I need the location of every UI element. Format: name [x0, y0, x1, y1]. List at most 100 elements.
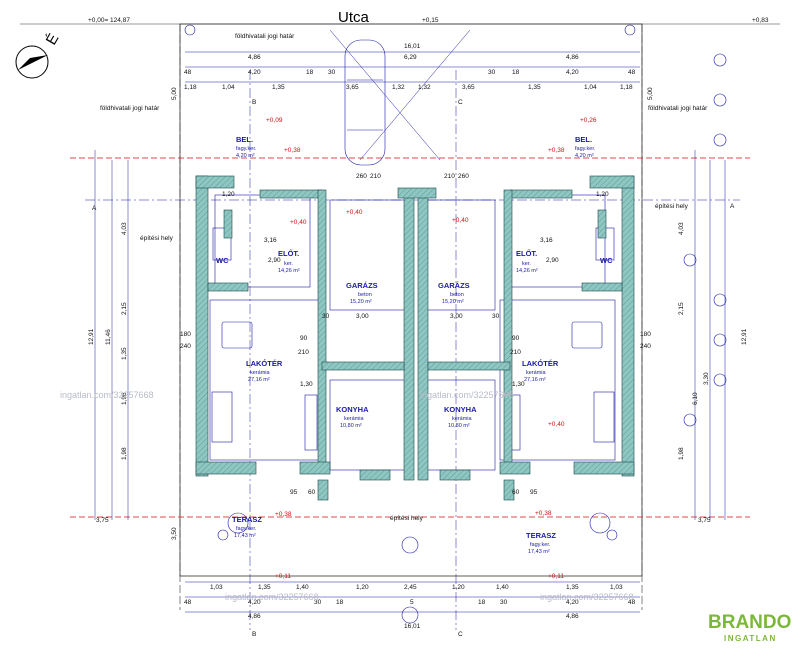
dim: 1,04	[222, 84, 235, 91]
dim: 3,16	[540, 237, 553, 244]
room-garazs-right: GARÁZS beton 15,20 m²	[438, 281, 470, 305]
level-top-right: +0,83	[752, 17, 769, 24]
dims-right: 5,00 12,91 4,03 2,15 3,30 6,10 1,98 3,75	[647, 87, 748, 524]
dim: 90	[300, 335, 308, 342]
level-top-mid: +0,15	[422, 17, 439, 24]
dim: 1,40	[296, 584, 309, 591]
level-mark: +0,11	[275, 573, 291, 580]
building-line-label-bottom: építési hely	[390, 515, 424, 522]
dim: 95	[290, 489, 298, 496]
boundary-label-left: földhivatali jogi határ	[100, 105, 160, 112]
room-bel-right: BEL. fagy.ker. 4,20 m²	[575, 135, 596, 159]
dim: 5	[410, 599, 414, 606]
room-name: ELŐT.	[516, 249, 537, 258]
boundary-label-top: földhivatali jogi határ	[235, 33, 295, 40]
room-area: 4,20 m²	[236, 153, 255, 159]
room-elot-left: ELŐT. ker. 14,26 m²	[278, 249, 300, 274]
level-markers: +0,09 +0,38 +0,26 +0,38 +0,40 +0,40 +0,4…	[266, 117, 597, 580]
dim: 30	[488, 69, 496, 76]
room-elot-right: ELŐT. ker. 14,26 m²	[516, 249, 538, 274]
dim: 5,00	[647, 87, 654, 100]
dim: 1,20	[222, 191, 235, 198]
brando-logo: BRANDO INGATLAN	[708, 612, 791, 643]
watermark: ingatlan.com/32257668	[225, 592, 319, 602]
room-area: 14,26 m²	[278, 268, 300, 274]
street-label: Utca	[338, 9, 370, 26]
room-material: fagy.ker.	[575, 146, 596, 152]
dim: 1,03	[210, 584, 223, 591]
dim: 2,15	[121, 302, 128, 315]
room-name: WC	[600, 256, 613, 265]
dim: 4,86	[248, 613, 261, 620]
dim: 11,46	[105, 329, 112, 345]
level-mark: +0,40	[548, 421, 565, 428]
dim: 240	[180, 343, 191, 350]
gable-label-a-left: A	[92, 205, 97, 212]
walls	[195, 175, 635, 501]
room-material: kerámia	[526, 370, 547, 376]
room-name: KONYHA	[336, 405, 369, 414]
dim: 2,15	[678, 302, 685, 315]
room-garazs-left: GARÁZS beton 15,20 m²	[346, 281, 378, 305]
dim: 30	[500, 599, 508, 606]
level-mark: +0,38	[535, 510, 552, 517]
dim: 3,75	[96, 517, 109, 524]
dimension-lines	[94, 51, 726, 613]
dim: 30	[492, 313, 500, 320]
room-name: TERASZ	[232, 515, 262, 524]
dim: 260	[458, 173, 469, 180]
room-material: fagy.ker.	[530, 542, 551, 548]
dim: 12,91	[741, 328, 748, 345]
dim: 1,35	[528, 84, 541, 91]
watermark: ingatlan.com/32257668	[540, 592, 634, 602]
room-area: 10,80 m²	[448, 423, 470, 429]
dim: 18	[336, 599, 344, 606]
dim: 48	[628, 599, 636, 606]
room-name: LAKÓTÉR	[246, 359, 283, 368]
compass-label: É	[43, 31, 63, 48]
dim: 2,45	[404, 584, 417, 591]
watermark: ingatlan.com/32257668	[420, 390, 514, 400]
dim: 1,04	[584, 84, 597, 91]
dim: 180	[180, 331, 191, 338]
level-mark: +0,09	[266, 117, 283, 124]
room-name: GARÁZS	[438, 281, 470, 290]
dim: 1,96	[121, 392, 128, 405]
room-area: 10,80 m²	[340, 423, 362, 429]
dim: 3,75	[698, 517, 711, 524]
building-line-label-left: építési hely	[140, 235, 174, 242]
room-area: 15,20 m²	[350, 299, 372, 305]
dim: 3,16	[264, 237, 277, 244]
gable-label-b-bottom: B	[252, 631, 256, 638]
dim: 3,65	[462, 84, 475, 91]
dim: 1,98	[121, 447, 128, 460]
room-area: 4,20 m²	[575, 153, 594, 159]
dim: 2,90	[268, 257, 281, 264]
level-mark: +0,40	[452, 217, 469, 224]
dim: 6,29	[404, 54, 417, 61]
dim: 3,30	[703, 372, 710, 385]
dim-overall-bottom: 16,01	[404, 623, 421, 630]
dim: 4,20	[566, 69, 579, 76]
dims-bottom: 1,03 1,35 1,40 1,20 2,45 1,20 1,40 1,35 …	[184, 584, 636, 630]
building-line-label-right: építési hely	[655, 203, 689, 210]
room-name: LAKÓTÉR	[522, 359, 559, 368]
dim: 1,98	[678, 447, 685, 460]
room-material: beton	[358, 292, 372, 298]
room-area: 17,43 m²	[528, 549, 550, 555]
level-mark: +0,38	[275, 511, 292, 518]
dim: 4,03	[678, 222, 685, 235]
room-lakoter-left: LAKÓTÉR kerámia 27,16 m²	[246, 359, 283, 383]
dim: 18	[306, 69, 314, 76]
gable-label-c-top: C	[458, 99, 463, 106]
room-wc-left: WC	[216, 256, 229, 265]
dim: 18	[478, 599, 486, 606]
room-area: 27,16 m²	[524, 377, 546, 383]
dim: 1,20	[356, 584, 369, 591]
room-material: kerámia	[344, 416, 365, 422]
room-area: 17,43 m²	[234, 533, 256, 539]
room-material: kerámia	[452, 416, 473, 422]
level-mark: +0,38	[548, 147, 565, 154]
level-mark: +0,40	[346, 209, 363, 216]
dim: 4,20	[248, 599, 261, 606]
